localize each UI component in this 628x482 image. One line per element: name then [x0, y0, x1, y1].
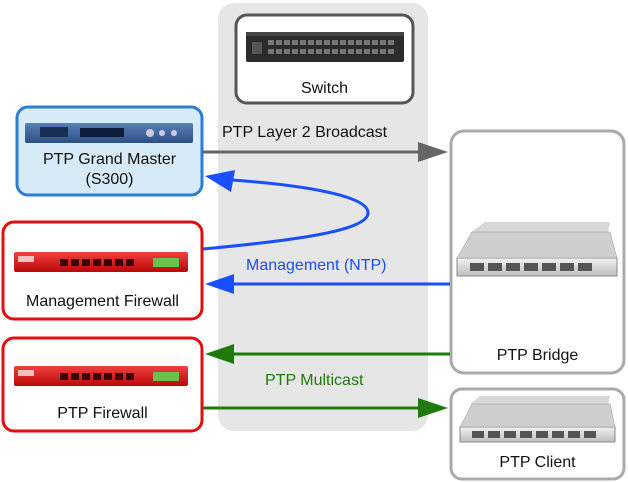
grand-master-label-line2: (S300) [85, 171, 134, 188]
mgmt-firewall-label: Management Firewall [26, 293, 179, 310]
ptp-firewall-node [1, 336, 204, 433]
ptp-firewall-device-image [14, 366, 188, 386]
ptp-firewall-label: PTP Firewall [57, 405, 148, 422]
multicast-label: PTP Multicast [265, 372, 364, 389]
layer2-broadcast-label: PTP Layer 2 Broadcast [222, 124, 388, 141]
ptp-bridge-node [449, 129, 626, 375]
grand-master-label-line1: PTP Grand Master [42, 151, 177, 168]
multicast-to-firewall-arrow [205, 344, 450, 364]
ntp-straight-arrow [205, 274, 450, 294]
switch-band [218, 3, 428, 431]
ptp-client-node [449, 387, 626, 481]
switch-node [234, 13, 415, 105]
mgmt-firewall-device-image [14, 252, 188, 272]
mgmt-firewall-node [1, 220, 204, 321]
grand-master-node [15, 105, 204, 197]
switch-device-image [246, 32, 404, 62]
multicast-to-client-arrow [203, 398, 448, 418]
ntp-label: Management (NTP) [246, 257, 387, 274]
ptp-bridge-server-image [456, 222, 618, 277]
ptp-client-server-image [459, 396, 616, 443]
ntp-curve-arrow [202, 170, 370, 251]
ptp-client-label: PTP Client [499, 454, 576, 471]
grand-master-device-image [25, 123, 193, 143]
switch-label: Switch [300, 80, 349, 97]
ptp-bridge-label: PTP Bridge [496, 347, 579, 364]
layer2-broadcast-arrow [203, 142, 448, 162]
